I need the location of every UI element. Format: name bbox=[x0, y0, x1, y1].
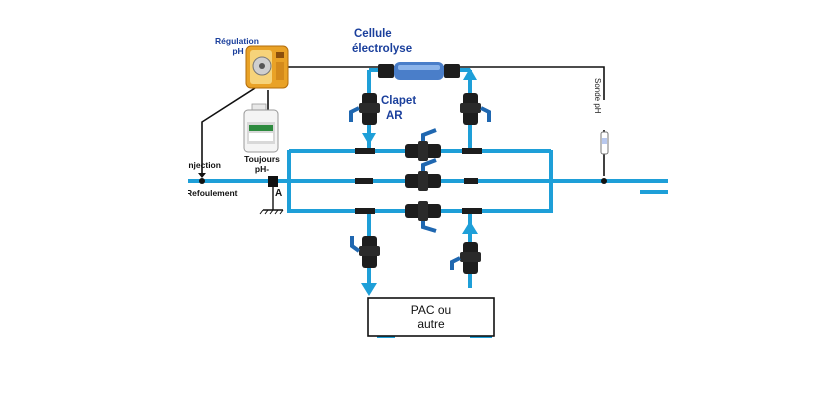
label-injection: Injection bbox=[186, 160, 221, 170]
label-regulation-1: Régulation bbox=[215, 36, 259, 46]
label-clapet-1: Clapet bbox=[381, 95, 416, 107]
ph-pump bbox=[245, 45, 289, 89]
label-sonde: Sonde pH bbox=[593, 78, 602, 114]
bypass-valves bbox=[405, 128, 441, 233]
valve-top bbox=[405, 128, 441, 161]
ground-point-a bbox=[259, 176, 284, 215]
left-crop-mask bbox=[0, 150, 188, 210]
valve-pac-left bbox=[350, 236, 380, 268]
tee-fittings bbox=[355, 148, 482, 214]
flow-arrows bbox=[361, 68, 478, 296]
label-refoulement: Refoulement bbox=[186, 188, 238, 198]
wire-pump-to-injection bbox=[201, 87, 256, 176]
arrow-down-cell bbox=[362, 133, 376, 145]
valve-cell-left bbox=[349, 93, 380, 125]
label-cellule-2: électrolyse bbox=[352, 43, 412, 55]
label-regulation-2: pH bbox=[232, 46, 243, 56]
pac-valves bbox=[350, 236, 481, 274]
ph-probe bbox=[600, 131, 609, 184]
valve-cell-right bbox=[460, 93, 491, 125]
electrolysis-cell bbox=[378, 62, 460, 80]
injection-point bbox=[198, 173, 206, 184]
label-toujours-1: Toujours bbox=[244, 154, 280, 164]
arrow-up-cell bbox=[463, 68, 477, 80]
ph-minus-canister bbox=[243, 103, 279, 153]
valve-middle bbox=[405, 158, 441, 191]
labels: Régulation pH Cellule électrolyse Clapet… bbox=[186, 28, 602, 331]
label-clapet-2: AR bbox=[386, 110, 403, 122]
cell-check-valves bbox=[349, 93, 491, 125]
valve-pac-right bbox=[450, 242, 481, 274]
arrow-up-pac bbox=[462, 221, 478, 234]
label-pac-2: autre bbox=[417, 317, 445, 331]
label-pac-1: PAC ou bbox=[411, 303, 451, 317]
label-point-a: A bbox=[275, 188, 282, 199]
label-cellule-1: Cellule bbox=[354, 28, 392, 40]
label-toujours-2: pH- bbox=[255, 164, 269, 174]
valve-bottom bbox=[405, 201, 441, 233]
arrow-down-pac bbox=[361, 283, 377, 296]
pac-box bbox=[367, 297, 495, 337]
